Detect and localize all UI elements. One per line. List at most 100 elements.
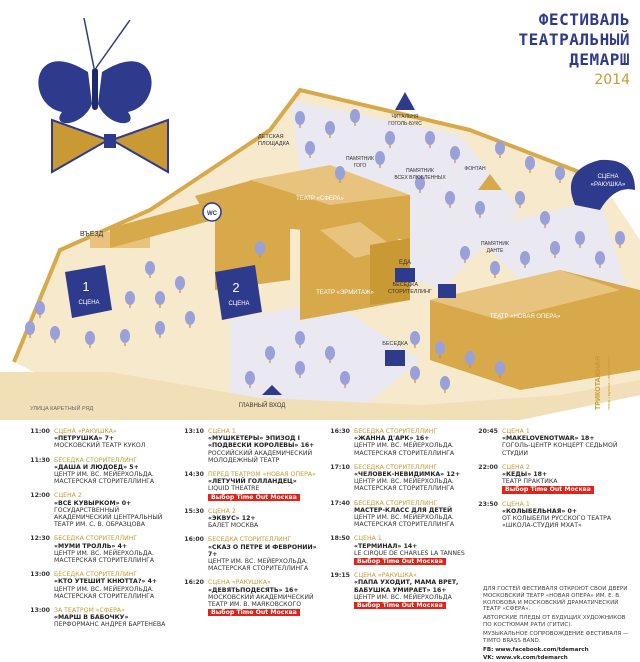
event-organizer: РОССИЙСКИЙ АКАДЕМИЧЕСКИЙ МОЛОДЕЖНЫЙ ТЕАТ… (208, 449, 313, 464)
event-title: «ПЕТРУШКА» 7+ (54, 435, 115, 443)
main-entrance-arrow (262, 385, 282, 395)
food-label: ЕДА (399, 260, 411, 266)
festival-header: ФЕСТИВАЛЬ ТЕАТРАЛЬНЫЙ ДЕМАРШ 2014 (510, 10, 630, 88)
tree-icon (425, 131, 435, 145)
schedule-column-2: 13:10 СЦЕНА 1«МУШКЕТЕРЫ» ЭПИЗОД I «ПОДВЕС… (182, 428, 324, 623)
tree-icon (435, 341, 445, 355)
storytelling-gazebo (438, 284, 456, 298)
tree-icon (515, 191, 525, 205)
tree-icon (450, 146, 460, 160)
event-title: «КТО УТЕШИТ КНЮТТА?» 4+ (54, 578, 158, 586)
scene-2[interactable] (215, 265, 262, 320)
facebook-link[interactable]: FB: www.facebook.com/tdemarch (483, 647, 589, 654)
dante-monument-label: ПАМЯТНИК (481, 241, 509, 247)
event-organizer: ЦЕНТР ИМ. ВС. МЕЙЕРХОЛЬДА. МАСТЕРСКАЯ СТ… (354, 442, 455, 457)
event-time: 19:15 (330, 572, 350, 580)
tree-icon (375, 151, 385, 165)
event-venue: СЦЕНА 1 (354, 535, 382, 543)
tree-icon (385, 131, 395, 145)
main-entrance-label: ГЛАВНЫЙ ВХОД (239, 401, 286, 409)
event-time: 23:50 (478, 500, 498, 508)
event-time: 16:20 (184, 579, 204, 587)
event-venue: БЕСЕДКА СТОРИТЕЛЛИНГ (54, 535, 138, 543)
festival-title-line3: ДЕМАРШ (569, 50, 630, 69)
exit-label: ВЪЕЗД (80, 231, 104, 238)
rakushka-scene[interactable] (570, 159, 635, 210)
event-title: «ЖАННА Д'АРК» 16+ (354, 435, 430, 443)
time-out-choice-badge: Выбор Time Out Москва (208, 493, 300, 501)
event-venue: СЦЕНА 1 (502, 428, 530, 435)
event-venue: БЕСЕДКА СТОРИТЕЛЛИНГ (354, 428, 438, 435)
rakushka-label: СЦЕНА (597, 174, 618, 180)
tree-icon (145, 261, 155, 275)
event-title: «ДАША И ЛЮДОЕД» 5+ (54, 463, 139, 471)
event-venue: СЦЕНА 1 (208, 428, 236, 435)
tree-icon (325, 121, 335, 135)
event-organizer: ГОГОЛЬ-ЦЕНТР КОНЦЕРТ СЕДЬМОЙ СТУДИИ (502, 442, 618, 457)
vk-link[interactable]: VK: www.vk.com/tdemarch (483, 655, 568, 662)
tree-icon (185, 311, 195, 325)
event-venue: БЕСЕДКА СТОРИТЕЛЛИНГ (54, 571, 138, 579)
hermitage-label: ТЕАТР «ЭРМИТАЖ» (316, 290, 374, 296)
tree-icon (540, 211, 550, 225)
tree-icon (295, 361, 305, 375)
event-venue: СЦЕНА «РАКУШКА» (354, 572, 417, 580)
tree-icon (440, 376, 450, 390)
reading-room (395, 92, 415, 110)
time-out-choice-badge: Выбор Time Out Москва (354, 602, 446, 610)
storytelling-label-2: СТОРИТЕЛЛИНГ (388, 289, 432, 295)
tree-icon (305, 141, 315, 155)
event-title: «ВСЕ КУВЫРКОМ» 0+ (54, 499, 132, 507)
tree-icon (475, 201, 485, 215)
tree-icon (175, 276, 185, 290)
hermitage-theatre (300, 215, 410, 320)
event-organizer: ЦЕНТР ИМ. ВС. МЕЙЕРХОЛЬДА. МАСТЕРСКАЯ СТ… (354, 514, 455, 529)
scene-1-number: 1 (82, 279, 89, 294)
event-time: 15:30 (184, 507, 204, 515)
wc-label: WC (207, 211, 218, 217)
event-organizer: ТЕАТР ПРАКТИКА (502, 478, 558, 486)
tree-icon (495, 361, 505, 375)
event-venue: БЕСЕДКА СТОРИТЕЛЛИНГ (54, 456, 138, 464)
lovers-monument-label: ПАМЯТНИК (406, 168, 434, 174)
scene-1[interactable] (65, 265, 112, 318)
tree-icon (125, 291, 135, 305)
event-title: «ТЕРМИНАЛ» 14+ (354, 542, 418, 550)
gogol-monument-label-2: ГОГО (354, 163, 367, 169)
tree-icon (340, 371, 350, 385)
time-out-choice-badge: Выбор Time Out Москва (208, 609, 300, 617)
event-title: «КОЛЫБЕЛЬНАЯ» 0+ (502, 507, 578, 515)
event-venue: СЦЕНА 1 (502, 500, 530, 508)
event-title: «МАРШ В БАБОЧКУ» (54, 614, 129, 622)
bow-tie-icon (51, 118, 169, 174)
tree-icon (410, 366, 420, 380)
event-title: «МУМИ ТРОЛЛЬ» 4+ (54, 542, 128, 550)
scene-2-number: 2 (232, 280, 239, 295)
event-time: 12:30 (30, 535, 50, 543)
event-time: 11:00 (30, 428, 50, 435)
schedule-event: 12:30 БЕСЕДКА СТОРИТЕЛЛИНГ«МУМИ ТРОЛЛЬ» 4… (28, 535, 176, 564)
tree-icon (350, 109, 360, 123)
wc-marker (202, 202, 222, 222)
event-venue: БЕСЕДКА СТОРИТЕЛЛИНГ (208, 536, 292, 544)
tree-icon (155, 291, 165, 305)
event-time: 13:10 (184, 428, 204, 435)
event-title: «МУШКЕТЕРЫ» ЭПИЗОД I «ПОДВЕСКИ КОРОЛЕВЫ»… (208, 435, 315, 450)
event-time: 17:10 (330, 463, 350, 471)
event-organizer: ПЕРФОРМАНС АНДРЕЯ БАРТЕНЕВА (54, 621, 166, 629)
event-time: 22:00 (478, 463, 498, 471)
tree-icon (615, 231, 625, 245)
info-text-2: АВТОРСКИЕ ПЛЕДЫ ОТ БУДУЩИХ ХУДОЖНИКОВ ПО… (483, 615, 626, 628)
